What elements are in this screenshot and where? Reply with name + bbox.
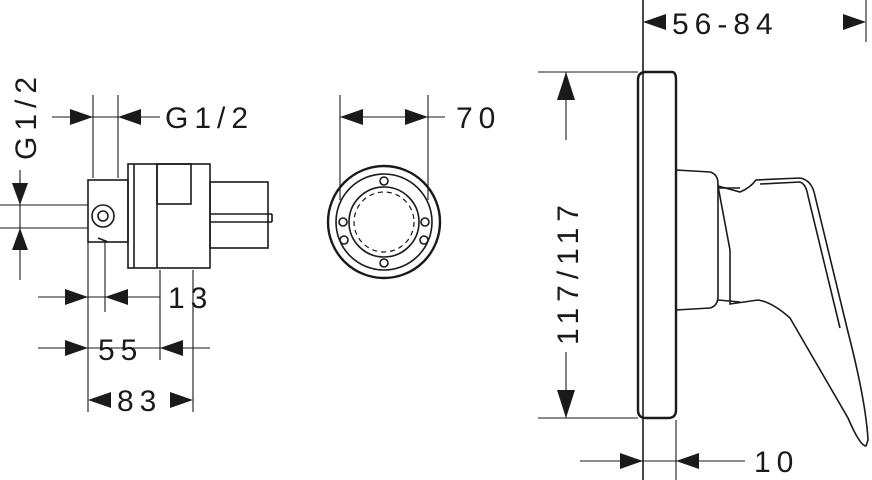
label-56-84: 56-84 [672,8,779,41]
label-13: 13 [168,282,213,315]
dim-g12-horizontal [52,109,160,125]
dim-10 [580,453,745,469]
dim-70 [340,109,445,125]
label-g12-horizontal: G1/2 [165,102,254,135]
dim-117-117 [557,72,575,418]
dim-g12-vertical [12,170,28,280]
dim-56-84 [643,14,866,30]
body-side-view [0,95,273,412]
label-117-117: 117/117 [552,199,585,345]
label-70: 70 [456,102,501,135]
body-front-view [326,95,442,280]
mixer-side-view [538,0,869,480]
label-55: 55 [98,334,143,367]
label-10: 10 [754,446,799,479]
label-g12-vertical: G1/2 [10,71,43,160]
dim-55 [38,340,210,356]
label-83: 83 [117,385,162,418]
dim-13 [38,289,160,305]
dim-83 [88,392,193,408]
